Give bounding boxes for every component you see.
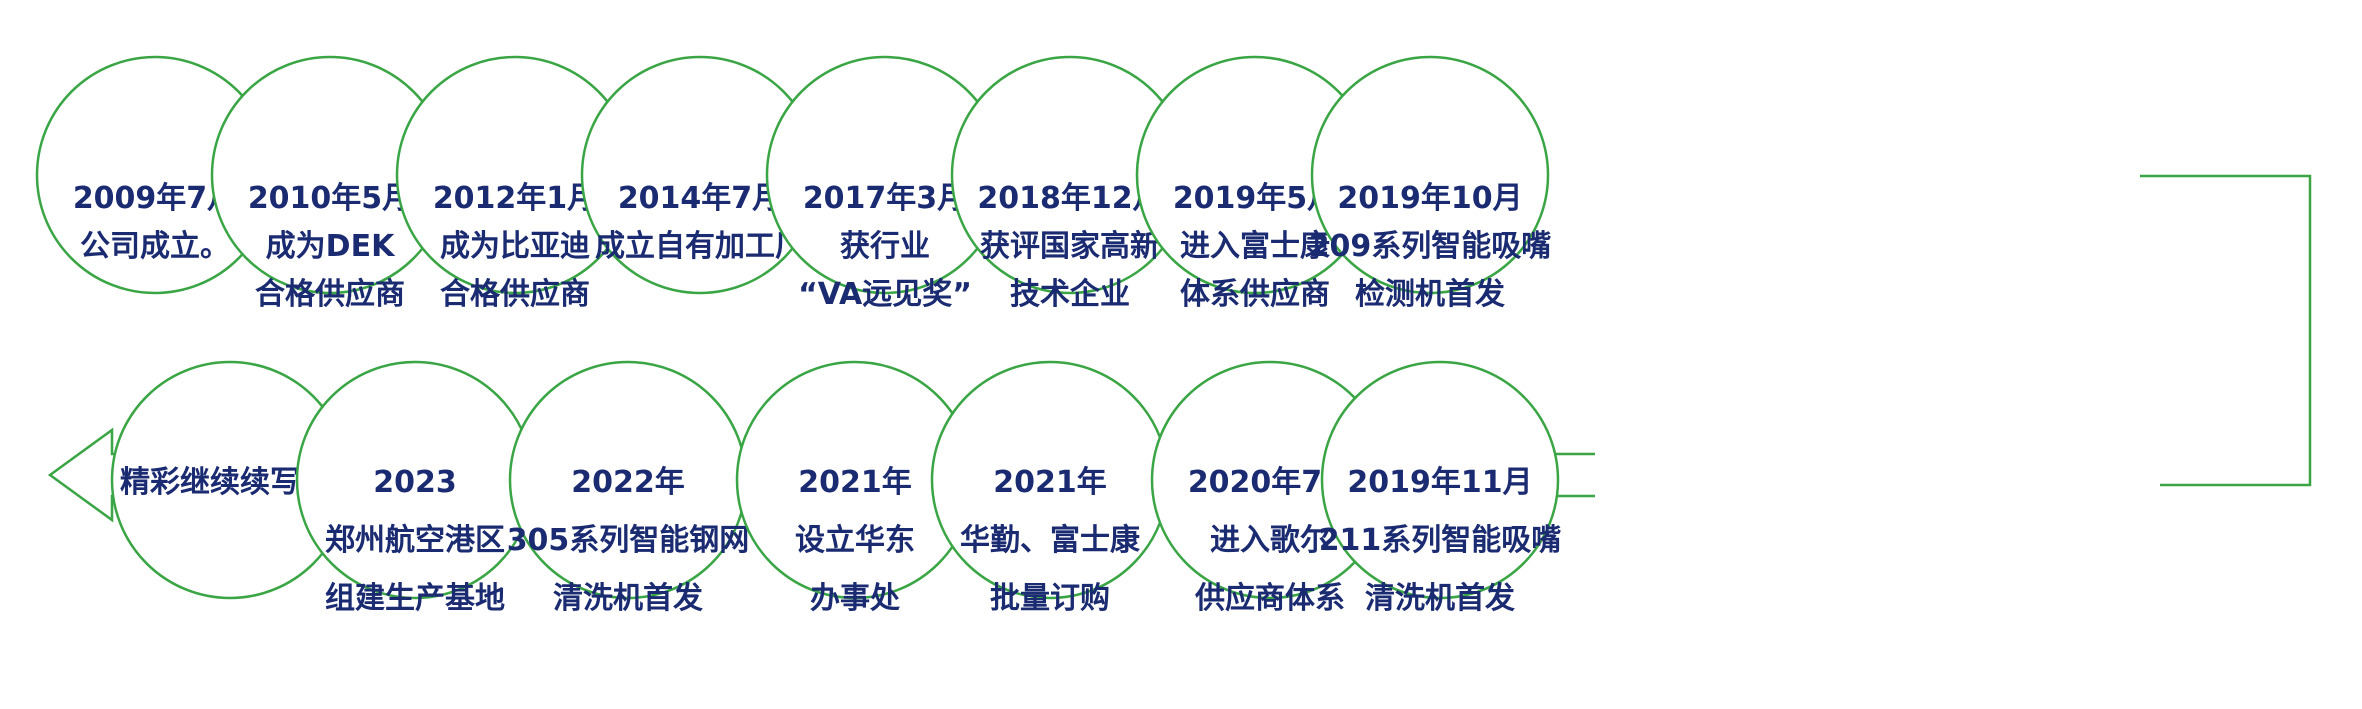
- milestone-date: 2021年: [993, 465, 1107, 500]
- milestone-description: 郑州航空港区: [325, 523, 505, 558]
- milestone-description: 211系列智能吸嘴: [1319, 523, 1562, 558]
- milestone-description: 清洗机首发: [1365, 581, 1515, 616]
- milestone-description: 成为比亚迪: [440, 229, 590, 264]
- milestone-description: 体系供应商: [1180, 277, 1330, 312]
- milestone-circle: [1310, 55, 1550, 295]
- milestone-date: 2022年: [571, 465, 685, 500]
- milestone-description: 供应商体系: [1194, 581, 1345, 616]
- milestone-date: 2009年7月: [73, 181, 237, 216]
- milestone-description: 合格供应商: [255, 277, 405, 312]
- milestone-description: 进入歌尔: [1210, 523, 1330, 558]
- milestone-description: 209系列智能吸嘴: [1309, 229, 1552, 264]
- milestone-description: 技术企业: [1010, 277, 1130, 312]
- milestone-date: 2019年5月: [1173, 181, 1337, 216]
- milestone-date: 2017年3月: [803, 181, 967, 216]
- milestone-description: 检测机首发: [1355, 277, 1505, 312]
- milestone-date: 2019年11月: [1347, 465, 1532, 500]
- row-connector: [2140, 174, 2312, 487]
- milestone-description: “VA远见奖”: [798, 277, 972, 312]
- milestone-date: 2012年1月: [433, 181, 597, 216]
- milestone-description: 公司成立。: [80, 229, 230, 264]
- milestone-description: 进入富士康: [1180, 229, 1331, 264]
- milestone-description: 办事处: [810, 581, 900, 616]
- milestone-description: 组建生产基地: [325, 581, 505, 616]
- milestone-description: 305系列智能钢网: [507, 523, 750, 558]
- milestone-date: 2018年12月: [977, 181, 1162, 216]
- milestone-description: 清洗机首发: [553, 581, 703, 616]
- milestone-description: 获评国家高新: [980, 229, 1160, 264]
- milestone-description: 获行业: [840, 229, 930, 264]
- milestone-description: 合格供应商: [440, 277, 590, 312]
- milestone-description: 成为DEK: [266, 229, 396, 264]
- milestone-description: 设立华东: [795, 523, 915, 558]
- milestone-date: 2010年5月: [248, 181, 412, 216]
- timeline-row-2: 精彩继续续写……2023郑州航空港区组建生产基地2022年305系列智能钢网清洗…: [47, 360, 1595, 616]
- milestone-description: 成立自有加工厂: [595, 229, 805, 264]
- milestone-circle: [1320, 360, 1560, 600]
- milestone-date: 2019年10月: [1337, 181, 1522, 216]
- milestone-description: 批量订购: [990, 581, 1110, 616]
- milestone-description: 华勤、富士康: [960, 523, 1141, 558]
- timeline-row-1: 2009年7月公司成立。2010年5月成为DEK合格供应商2012年1月成为比亚…: [35, 55, 1552, 312]
- milestone-date: 2021年: [798, 465, 912, 500]
- milestone-date: 2023: [373, 465, 457, 500]
- milestone-date: 2014年7月: [618, 181, 782, 216]
